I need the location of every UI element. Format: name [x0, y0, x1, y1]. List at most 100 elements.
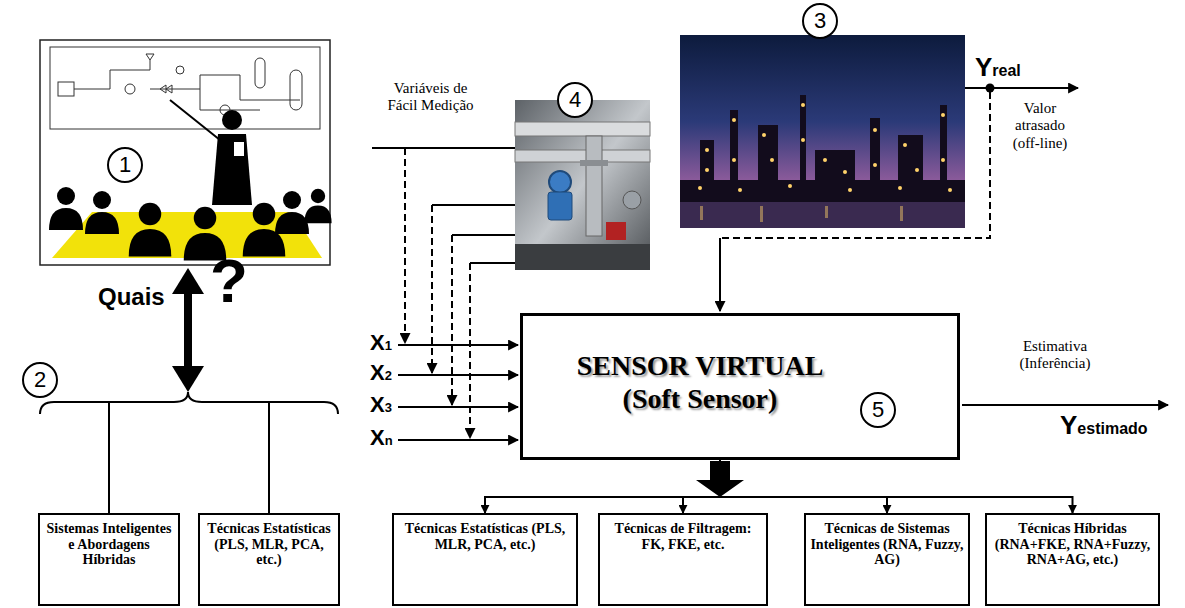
refinery-photo	[700, 206, 703, 220]
classroom-illustration	[243, 203, 286, 257]
node-text: Sistemas Inteligentes e Abordagens Híbri…	[44, 521, 174, 568]
node-text: Técnicas de Filtragem: FK, FKE, etc.	[604, 521, 762, 552]
dashed-taps	[451, 235, 453, 405]
pid-drawing	[146, 54, 172, 93]
refinery-photo	[915, 168, 919, 172]
output-wires	[720, 92, 990, 238]
presenter	[212, 134, 252, 205]
technique-box: Técnicas Híbridas (RNA+FKE, RNA+Fuzzy, R…	[985, 513, 1160, 606]
refinery-photo	[680, 35, 965, 228]
refinery-photo	[762, 133, 766, 137]
question-mark: ?	[210, 250, 248, 312]
classroom-illustration	[50, 47, 320, 129]
refinery-photo	[698, 103, 952, 192]
callout-number: 5	[860, 392, 896, 428]
output-wires	[962, 404, 1168, 406]
refinery-photo	[823, 158, 827, 162]
callout-number: 1	[107, 147, 143, 183]
instrument-photo	[548, 192, 572, 220]
dashed-taps	[405, 148, 470, 438]
pid-drawing	[255, 58, 265, 88]
input-wires	[372, 148, 515, 263]
method-box: Técnicas Estatísticas (PLS, MLR, PCA, et…	[198, 513, 340, 606]
technique-box: Técnicas de Sistemas Inteligentes (RNA, …	[804, 513, 970, 606]
method-box: Sistemas Inteligentes e Abordagens Híbri…	[38, 513, 180, 606]
output-variable: Yreal	[975, 54, 1021, 80]
callout-number: 2	[22, 362, 58, 398]
output-variable: Yestimado	[1060, 412, 1148, 438]
brace	[40, 392, 338, 414]
input-wires	[398, 439, 518, 441]
instrument-photo	[549, 171, 571, 193]
dashed-taps	[431, 205, 433, 373]
split-connector	[720, 460, 1073, 513]
instrument-photo	[515, 100, 650, 270]
refinery-photo	[705, 168, 709, 172]
split-connector	[485, 460, 720, 513]
input-variable: X2	[370, 362, 392, 384]
instrument-photo	[586, 136, 602, 236]
refinery-photo	[900, 206, 903, 221]
node-text: Técnicas de Sistemas Inteligentes (RNA, …	[810, 521, 964, 568]
double-arrow	[172, 268, 204, 294]
node-text: Técnicas Híbridas (RNA+FKE, RNA+Fuzzy, R…	[991, 521, 1154, 568]
refinery-photo	[732, 118, 736, 122]
refinery-photo	[825, 206, 828, 218]
dashed-taps	[404, 148, 406, 343]
pid-drawing	[58, 54, 302, 115]
output-wires	[965, 87, 1078, 89]
double-arrow	[172, 268, 204, 392]
note-label: Valor atrasado (off-line)	[1000, 100, 1080, 152]
soft-sensor-box: SENSOR VIRTUAL (Soft Sensor) 5	[520, 313, 960, 460]
classroom-illustration	[129, 203, 172, 257]
split-connector	[683, 460, 720, 513]
refinery-photo	[873, 128, 877, 132]
input-wires	[398, 374, 518, 376]
node-text: 4	[569, 89, 581, 111]
refinery-photo	[770, 158, 774, 162]
instrument-photo	[515, 100, 650, 270]
pid-drawing	[125, 84, 135, 94]
refinery-photo	[680, 35, 965, 228]
instrument-photo	[515, 244, 650, 270]
callout-number: 3	[802, 3, 838, 39]
refinery-photo	[700, 206, 903, 222]
presenter	[170, 100, 252, 205]
refinery-photo	[788, 184, 792, 188]
classroom-illustration	[275, 191, 309, 234]
split-connector	[720, 460, 887, 513]
refinery-photo	[898, 186, 902, 190]
refinery-photo	[698, 186, 702, 190]
classroom-illustration	[304, 189, 331, 223]
instrument-photo	[580, 160, 608, 166]
input-wires	[372, 148, 518, 440]
refinery-photo	[738, 188, 742, 192]
node-text: 1	[119, 154, 131, 176]
pid-drawing	[290, 70, 302, 110]
refinery-photo	[941, 113, 945, 117]
presenter	[234, 142, 244, 156]
input-wires	[398, 406, 518, 408]
refinery-photo	[948, 188, 952, 192]
classroom-illustration	[49, 187, 83, 230]
input-wires	[398, 344, 518, 346]
node-text: Técnicas Estatísticas (PLS, MLR, PCA, et…	[398, 521, 572, 552]
note-label: Estimativa (Inferência)	[1005, 338, 1105, 373]
node-text: 2	[34, 369, 46, 391]
refinery-photo	[843, 170, 847, 174]
pid-drawing	[58, 82, 74, 96]
refinery-photo	[801, 138, 805, 142]
node-text: SENSOR VIRTUAL (Soft Sensor)	[555, 350, 845, 414]
input-variable: Xn	[370, 427, 393, 449]
pid-drawing	[176, 66, 184, 74]
refinery-photo	[732, 158, 736, 162]
refinery-photo	[680, 95, 965, 202]
refinery-photo	[680, 202, 965, 228]
refinery-photo	[680, 180, 965, 202]
refinery-photo	[941, 158, 945, 162]
double-arrow	[172, 366, 204, 392]
instrument-photo	[623, 191, 641, 209]
callout-number: 4	[557, 82, 593, 118]
refinery-photo	[705, 148, 709, 152]
refinery-photo	[801, 103, 805, 107]
